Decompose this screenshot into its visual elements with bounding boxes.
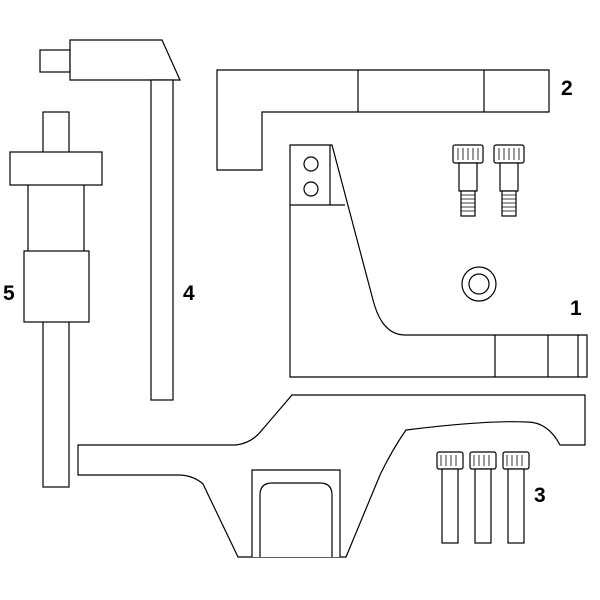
callout-4: 4 [183,282,195,305]
shoulder-bolt [452,144,484,217]
locking-plate [77,394,586,558]
cap-screw [469,451,497,544]
part-3-cap-screws [436,451,530,544]
part-1-bracket-plate [289,144,588,378]
shoulder-bolt [493,144,525,217]
part-2-l-bar [216,69,550,171]
cap-screw [436,451,464,544]
part-5-stepped-shaft [9,111,103,488]
callout-3: 3 [534,484,546,507]
cap-screw [502,451,530,544]
callout-2: 2 [561,77,573,100]
washer [461,266,497,302]
shoulder-bolt-pair [452,144,525,217]
part-4-handle-pin [39,39,181,401]
callout-1: 1 [570,297,582,320]
callout-5: 5 [3,282,15,305]
